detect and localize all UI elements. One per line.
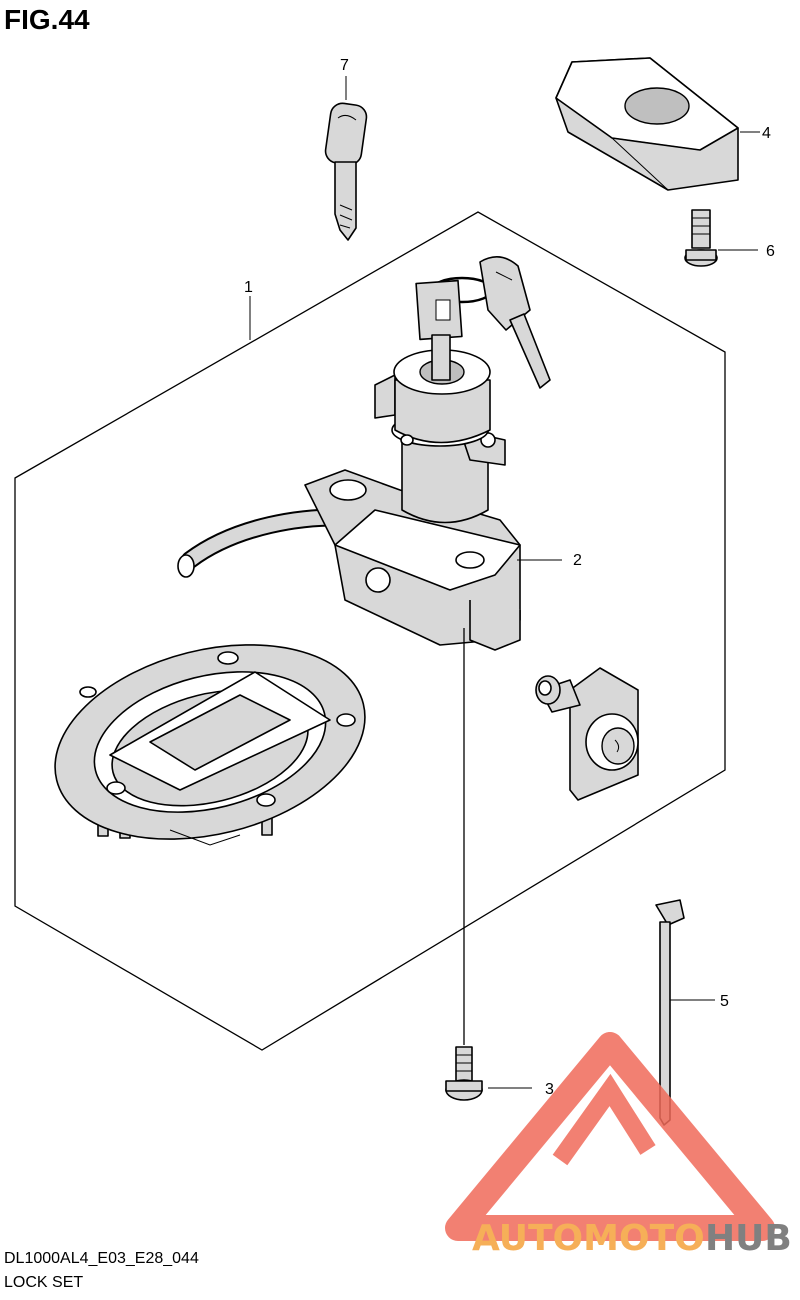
key-part-7 xyxy=(324,102,368,241)
callout-1: 1 xyxy=(244,279,253,296)
automotohub-logo: AUTOMOTO HUB xyxy=(445,1032,792,1259)
logo-text-hub: HUB xyxy=(705,1218,792,1259)
diagram-code: DL1000AL4_E03_E28_044 xyxy=(4,1250,199,1267)
logo-text-automoto: AUTOMOTO xyxy=(472,1218,705,1259)
figure-title: FIG.44 xyxy=(4,4,90,35)
callout-5: 5 xyxy=(720,993,729,1010)
ignition-switch-part-2 xyxy=(177,256,551,651)
callout-7: 7 xyxy=(340,57,349,74)
diagram-name: LOCK SET xyxy=(4,1274,84,1291)
fuel-cap-assembly xyxy=(54,644,366,846)
lock-set-outline-box xyxy=(14,211,726,1051)
screw-part-3 xyxy=(445,1046,483,1101)
bolt-part-6 xyxy=(684,209,718,267)
callout-3: 3 xyxy=(545,1081,554,1098)
callout-6: 6 xyxy=(766,243,775,260)
cover-part-4 xyxy=(555,57,739,191)
seat-lock-assembly xyxy=(535,667,639,801)
callout-4: 4 xyxy=(762,125,771,142)
callout-2: 2 xyxy=(573,552,582,569)
